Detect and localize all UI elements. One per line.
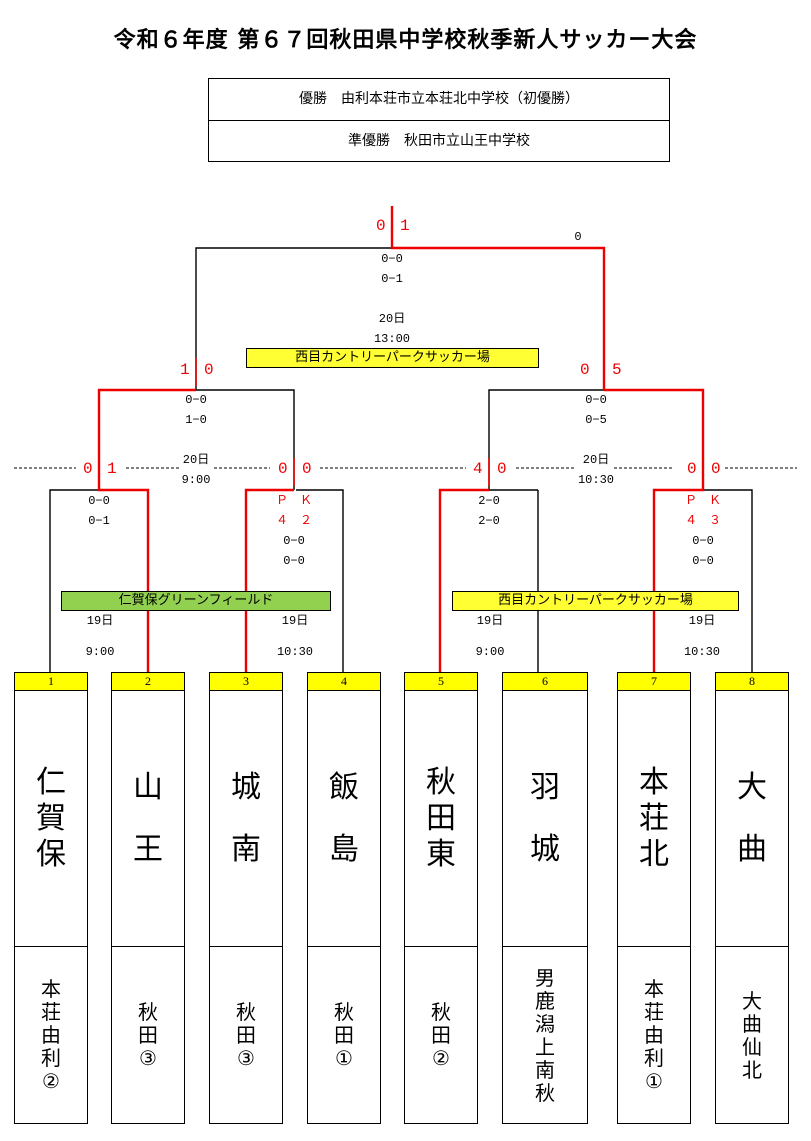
line-semi2-left [488,389,604,490]
semi2-right-score: 5 [612,361,622,379]
r1-date-1: 19日 [86,614,114,628]
win-line-team5 [438,488,489,672]
winner-row: 優勝 由利本荘市立本荘北中学校（初優勝） [299,91,579,107]
qf2-half1: 0−0 [283,534,305,548]
qf3-half2: 2−0 [478,514,500,528]
team-name: 秋田東 [405,691,477,947]
final-side-mark: 0 [574,230,582,244]
line-final-left [195,247,392,390]
team-number-5: 5 [404,672,478,691]
venue-round1-left: 仁賀保グリーンフィールド [61,591,331,611]
venue-round1-right: 西目カントリーパークサッカー場 [452,591,739,611]
semi1-right-score: 0 [204,361,214,379]
team-number-8: 8 [715,672,789,691]
team-card-8: 大曲 大曲仙北 [715,690,789,1124]
team-number-1: 1 [14,672,88,691]
qf1-half1: 0−0 [88,494,110,508]
team-card-6: 羽城 男鹿潟上南秋 [502,690,588,1124]
qf4-right-score: 0 [711,460,721,478]
qf4-half1: 0−0 [692,534,714,548]
final-date: 20日 [378,312,406,326]
runner-up-row: 準優勝 秋田市立山王中学校 [209,120,669,162]
team-name: 城南 [210,691,282,947]
final-half1: 0−0 [381,252,403,266]
qf3-left-score: 4 [473,460,483,478]
qf4-pk-score: ４ ３ [684,514,721,528]
qf2-left-score: 0 [278,460,288,478]
win-line-team7 [604,388,705,672]
qf1-half2: 0−1 [88,514,110,528]
line-team8 [703,489,753,672]
team-name: 本荘北 [618,691,690,947]
team-number-6: 6 [502,672,588,691]
line-team4 [296,489,344,672]
qf4-half2: 0−0 [692,554,714,568]
r1-time-4: 10:30 [683,645,720,659]
team-number-3: 3 [209,672,283,691]
line-semi1-right [196,389,295,490]
semi1-half2: 1−0 [185,413,207,427]
team-number-4: 4 [307,672,381,691]
team-region: 大曲仙北 [742,988,762,1082]
win-line-team2 [97,388,196,672]
final-right-score: 1 [400,217,410,235]
qf1-left-score: 0 [83,460,93,478]
semi2-time: 10:30 [577,473,614,487]
r1-time-2: 10:30 [276,645,313,659]
final-half2: 0−1 [381,272,403,286]
team-number-2: 2 [111,672,185,691]
r1-date-3: 19日 [476,614,504,628]
semi2-left-score: 0 [580,361,590,379]
qf4-pk-label: Ｐ Ｋ [684,494,721,508]
final-time: 13:00 [373,332,410,346]
qf2-pk-label: Ｐ Ｋ [275,494,312,508]
r1-time-1: 9:00 [85,645,115,659]
qf3-right-score: 0 [497,460,507,478]
final-left-score: 0 [376,217,386,235]
team-number-7: 7 [617,672,691,691]
team-name: 飯島 [308,691,380,947]
page-title: 令和６年度 第６７回秋田県中学校秋季新人サッカー大会 [113,28,698,53]
semi2-half1: 0−0 [585,393,607,407]
semi1-time: 9:00 [181,473,211,487]
results-box: 優勝 由利本荘市立本荘北中学校（初優勝） 準優勝 秋田市立山王中学校 [208,78,670,162]
qf2-half2: 0−0 [283,554,305,568]
team-name: 羽城 [503,691,587,947]
semi2-half2: 0−5 [585,413,607,427]
qf2-pk-score: ４ ２ [275,514,312,528]
qf3-half1: 2−0 [478,494,500,508]
line-team1 [49,489,99,672]
r1-time-3: 9:00 [475,645,505,659]
semi1-left-score: 1 [180,361,190,379]
qf4-left-score: 0 [687,460,697,478]
team-name: 山王 [112,691,184,947]
team-name: 仁賀保 [15,691,87,947]
team-name: 大曲 [716,691,788,947]
semi1-half1: 0−0 [185,393,207,407]
r1-date-2: 19日 [281,614,309,628]
semi2-date: 20日 [582,453,610,467]
win-line-team3 [244,488,294,672]
semi1-date: 20日 [182,453,210,467]
qf1-right-score: 1 [107,460,117,478]
team-region: 男鹿潟上南秋 [535,965,555,1105]
qf2-right-score: 0 [302,460,312,478]
r1-date-4: 19日 [688,614,716,628]
final-venue: 西目カントリーパークサッカー場 [246,348,539,368]
